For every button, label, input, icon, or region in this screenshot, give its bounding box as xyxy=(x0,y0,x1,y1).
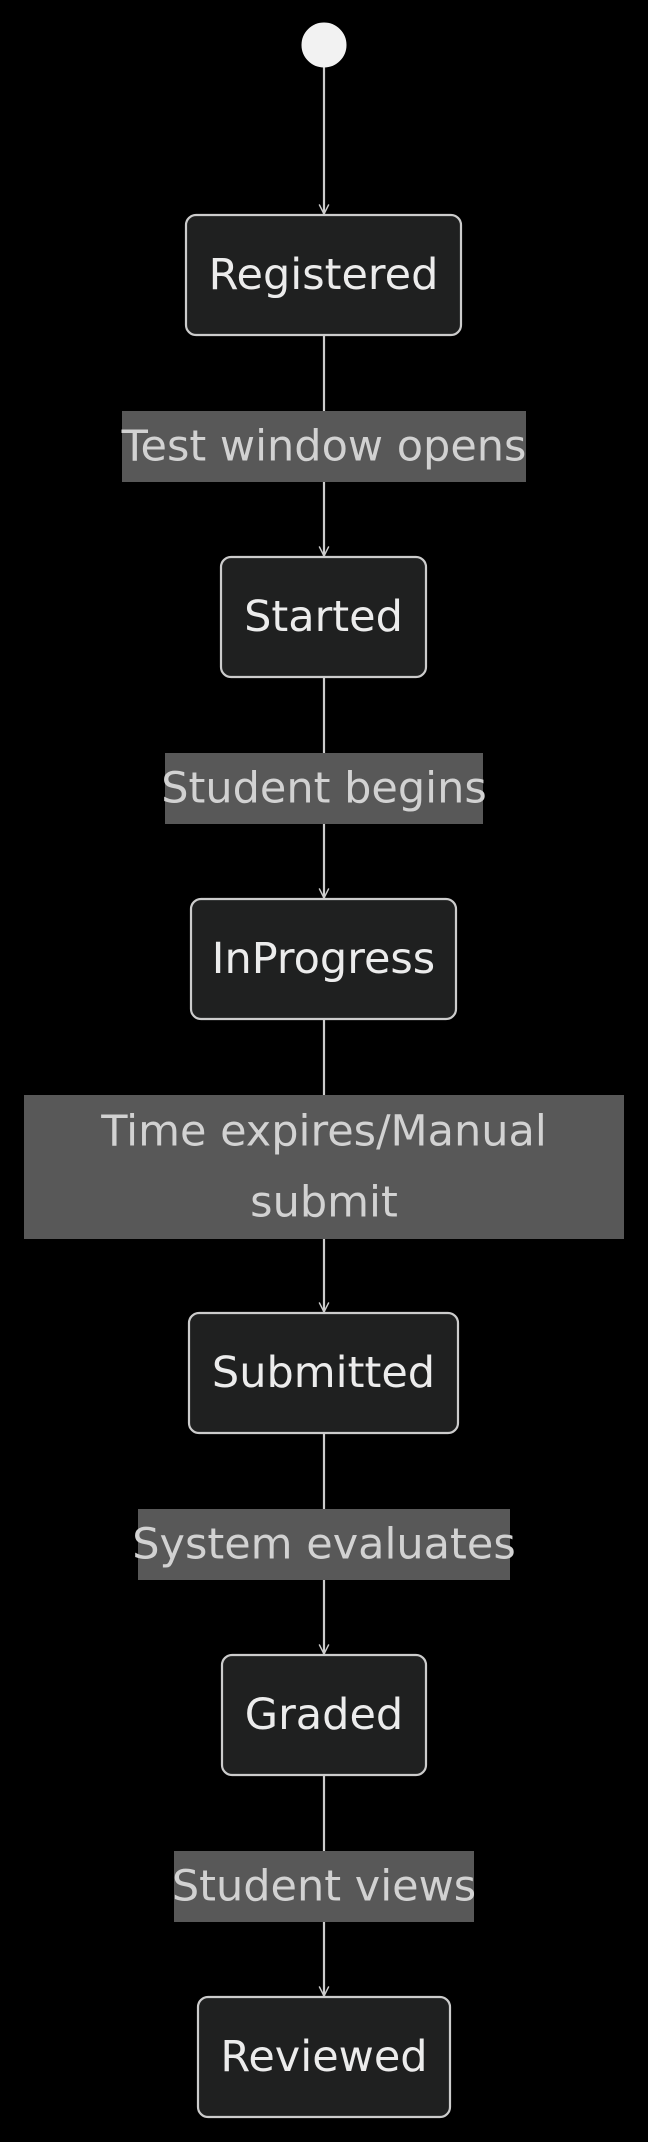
state-submitted: Submitted xyxy=(187,1311,460,1435)
state-box xyxy=(196,1995,452,2119)
states-layer: RegisteredStartedInProgressSubmittedGrad… xyxy=(184,22,463,2119)
transition-label-background xyxy=(122,411,526,482)
transition-label: Student views xyxy=(172,1862,476,1912)
state-graded: Graded xyxy=(220,1653,428,1777)
state-box xyxy=(187,1311,460,1435)
transition-label: Test window opens xyxy=(121,422,527,472)
state-box xyxy=(184,213,463,337)
transition-label: submit xyxy=(250,1178,398,1228)
state-inprogress: InProgress xyxy=(189,897,458,1021)
state-box xyxy=(220,1653,428,1777)
transition-label-background xyxy=(24,1095,624,1239)
state-label: InProgress xyxy=(212,934,435,984)
state-label: Submitted xyxy=(212,1348,435,1398)
state-box xyxy=(219,555,428,679)
transition-inprogress-to-submitted: Time expires/Manual submit xyxy=(24,1019,624,1313)
state-label: Started xyxy=(244,592,403,642)
transition-label: Time expires/Manual xyxy=(100,1107,547,1157)
transition-label-background xyxy=(165,753,483,824)
transition-label-background xyxy=(138,1509,510,1580)
transition-label: Student begins xyxy=(161,764,487,814)
transition-label: System evaluates xyxy=(132,1520,516,1570)
state-box xyxy=(189,897,458,1021)
transition-registered-to-started: Test window opens xyxy=(121,335,527,557)
state-reviewed: Reviewed xyxy=(196,1995,452,2119)
state-label: Registered xyxy=(209,250,439,300)
transition-label-background xyxy=(174,1851,474,1922)
start-node xyxy=(301,22,347,68)
state-label: Reviewed xyxy=(220,2032,427,2082)
state-started: Started xyxy=(219,555,428,679)
transition-started-to-inprogress: Student begins xyxy=(161,677,487,899)
state-label: Graded xyxy=(245,1690,403,1740)
state-registered: Registered xyxy=(184,213,463,337)
transition-graded-to-reviewed: Student views xyxy=(172,1775,476,1997)
transition-submitted-to-graded: System evaluates xyxy=(132,1433,516,1655)
